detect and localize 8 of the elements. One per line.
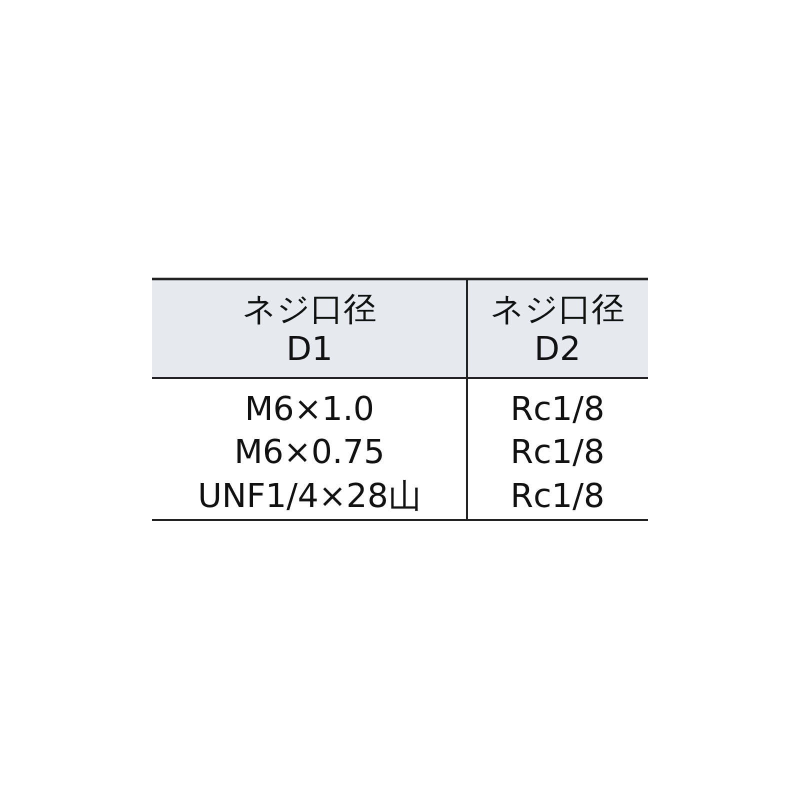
table-cell: M6×0.75 bbox=[234, 432, 385, 472]
table-cell: M6×1.0 bbox=[244, 389, 374, 429]
table-cell: Rc1/8 bbox=[510, 476, 605, 516]
table-cell: Rc1/8 bbox=[510, 389, 605, 429]
column-header: ネジ口径 D1 bbox=[242, 288, 378, 368]
table-cell: UNF1/4×28山 bbox=[198, 476, 422, 516]
column-header: ネジ口径 D2 bbox=[490, 288, 626, 368]
table-cell: Rc1/8 bbox=[510, 432, 605, 472]
